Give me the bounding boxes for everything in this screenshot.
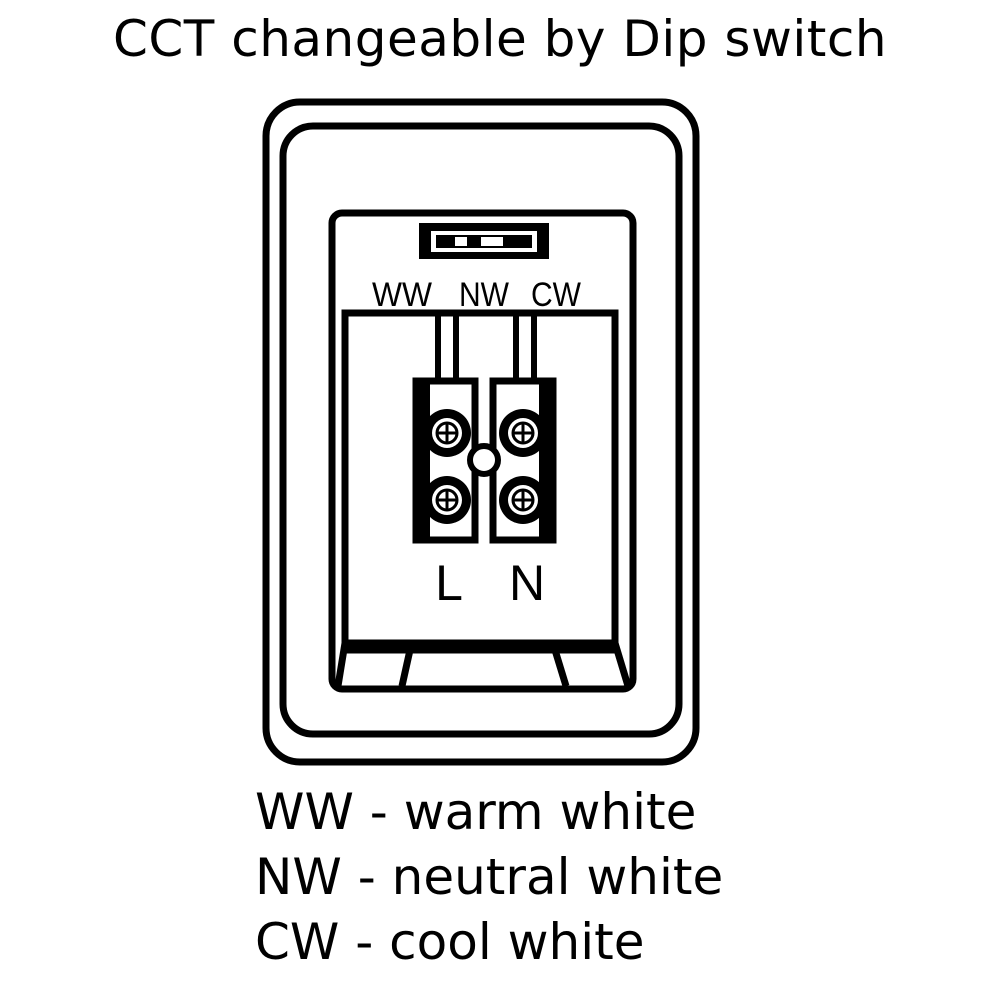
legend-item-ww: WW - warm white xyxy=(255,783,697,841)
page-title: CCT changeable by Dip switch xyxy=(112,10,888,68)
supply-wires xyxy=(435,316,537,382)
screw-head-icon xyxy=(499,476,547,524)
dip-switch-icon xyxy=(419,223,549,259)
terminal-block-frame xyxy=(341,309,619,647)
legend-item-cw: CW - cool white xyxy=(255,913,645,971)
terminal-label-neutral: N xyxy=(509,555,545,611)
switch-label-ww: WW xyxy=(372,276,432,314)
legend-item-nw: NW - neutral white xyxy=(255,848,724,906)
terminal-label-live: L xyxy=(435,555,463,611)
screw-head-icon xyxy=(423,409,471,457)
screw-head-icon xyxy=(499,409,547,457)
housing-inner xyxy=(279,122,683,738)
housing-outer xyxy=(262,98,700,766)
terminal-divider-hole xyxy=(467,443,501,477)
switch-label-cw: CW xyxy=(531,276,581,314)
cable-entry xyxy=(334,641,632,688)
screw-head-icon xyxy=(423,476,471,524)
switch-label-nw: NW xyxy=(459,276,509,314)
legend: WW - warm white NW - neutral white CW - … xyxy=(255,780,955,975)
terminal-compartment xyxy=(328,209,637,693)
